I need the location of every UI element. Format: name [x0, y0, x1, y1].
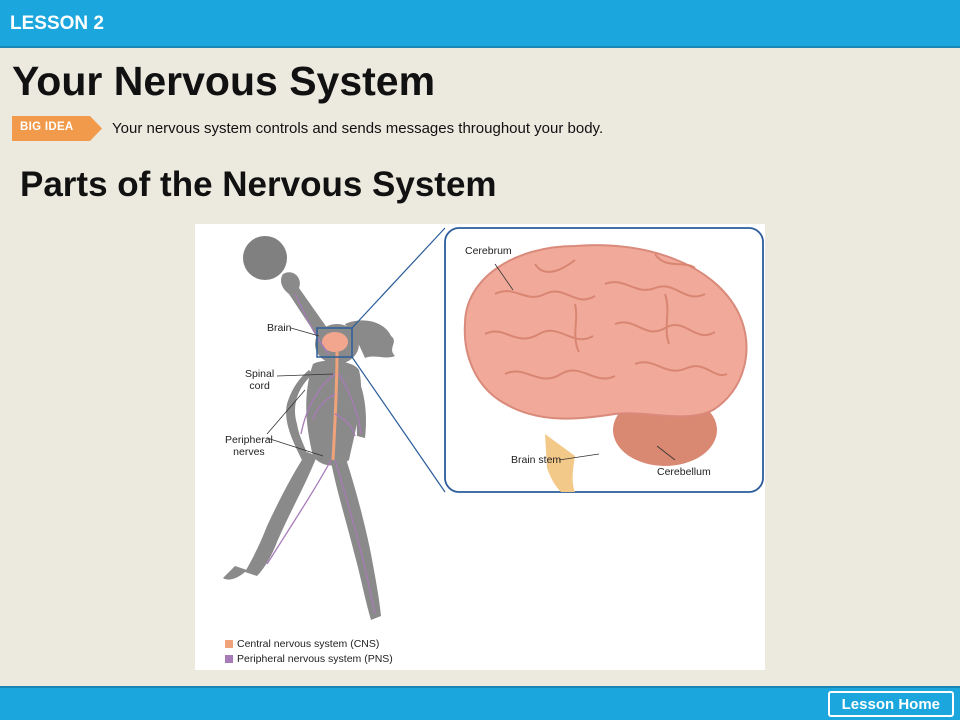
section-heading: Parts of the Nervous System: [20, 165, 497, 204]
peripheral-nerves-paths: [266, 293, 376, 615]
brain-inset-drawing: [463, 244, 748, 492]
zoom-box: [316, 327, 353, 358]
label-peripheral-nerves: Peripheral nerves: [225, 434, 273, 458]
legend-swatch-pns: [225, 655, 233, 664]
label-brain-stem: Brain stem: [511, 454, 562, 466]
legend-pns: Peripheral nervous system (PNS): [225, 653, 393, 665]
small-brain-shape: [322, 332, 348, 352]
big-idea-text: Your nervous system controls and sends m…: [112, 120, 604, 137]
label-brain: Brain: [267, 322, 292, 334]
lesson-label: LESSON 2: [10, 13, 104, 34]
legend-swatch-cns: [225, 640, 233, 649]
body-silhouette: [223, 272, 395, 620]
legend-cns: Central nervous system (CNS): [225, 638, 379, 650]
lesson-home-button[interactable]: Lesson Home: [827, 691, 954, 717]
ball-shape: [243, 236, 287, 280]
big-idea-label: BIG IDEA: [20, 121, 74, 133]
label-cerebrum: Cerebrum: [465, 245, 512, 257]
page-title: Your Nervous System: [12, 58, 436, 104]
nervous-system-illustration: Brain Spinal cord Peripheral nerves Cere…: [195, 224, 765, 670]
spinal-cord-path: [331, 351, 339, 461]
nervous-system-diagram: [223, 227, 764, 620]
label-spinal-cord: Spinal cord: [245, 368, 275, 392]
legend-label-pns: Peripheral nervous system (PNS): [237, 653, 393, 665]
bottom-bar: Lesson Home: [0, 686, 960, 720]
big-idea-badge: BIG IDEA: [12, 116, 102, 141]
label-cerebellum: Cerebellum: [657, 466, 711, 478]
top-bar: LESSON 2: [0, 0, 960, 48]
legend-label-cns: Central nervous system (CNS): [237, 638, 380, 650]
